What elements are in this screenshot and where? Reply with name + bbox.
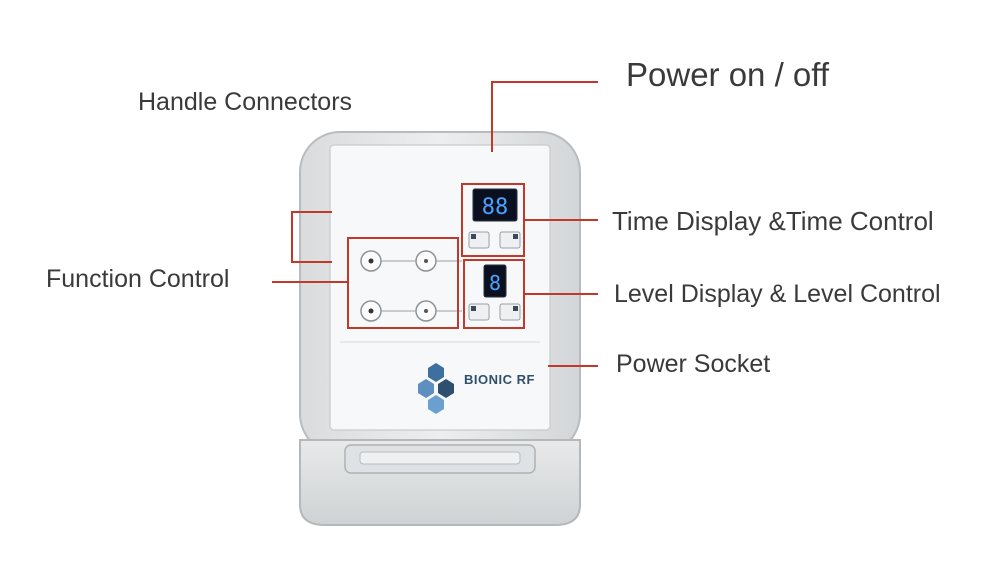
level-control-highlight [463,259,525,329]
power-socket-label: Power Socket [616,350,771,378]
function-control-highlight [347,237,459,329]
handle-callout-line [291,211,332,263]
time-control-highlight [461,183,525,257]
brand-logo-text: BIONIC RF [464,372,535,387]
power-label: Power on / off [626,56,830,93]
level-display-label: Level Display & Level Control [614,280,941,308]
level-display [483,264,507,298]
time-display-label: Time Display &Time Control [612,206,934,236]
function-control-label: Function Control [46,265,230,293]
power-callout-line [491,81,598,152]
bionic-logo-mark [418,363,454,414]
time-display [472,188,518,222]
level-digit: 8 [489,271,501,295]
time-digits: 88 [482,195,509,220]
handle-connectors-label: Handle Connectors [138,88,353,116]
